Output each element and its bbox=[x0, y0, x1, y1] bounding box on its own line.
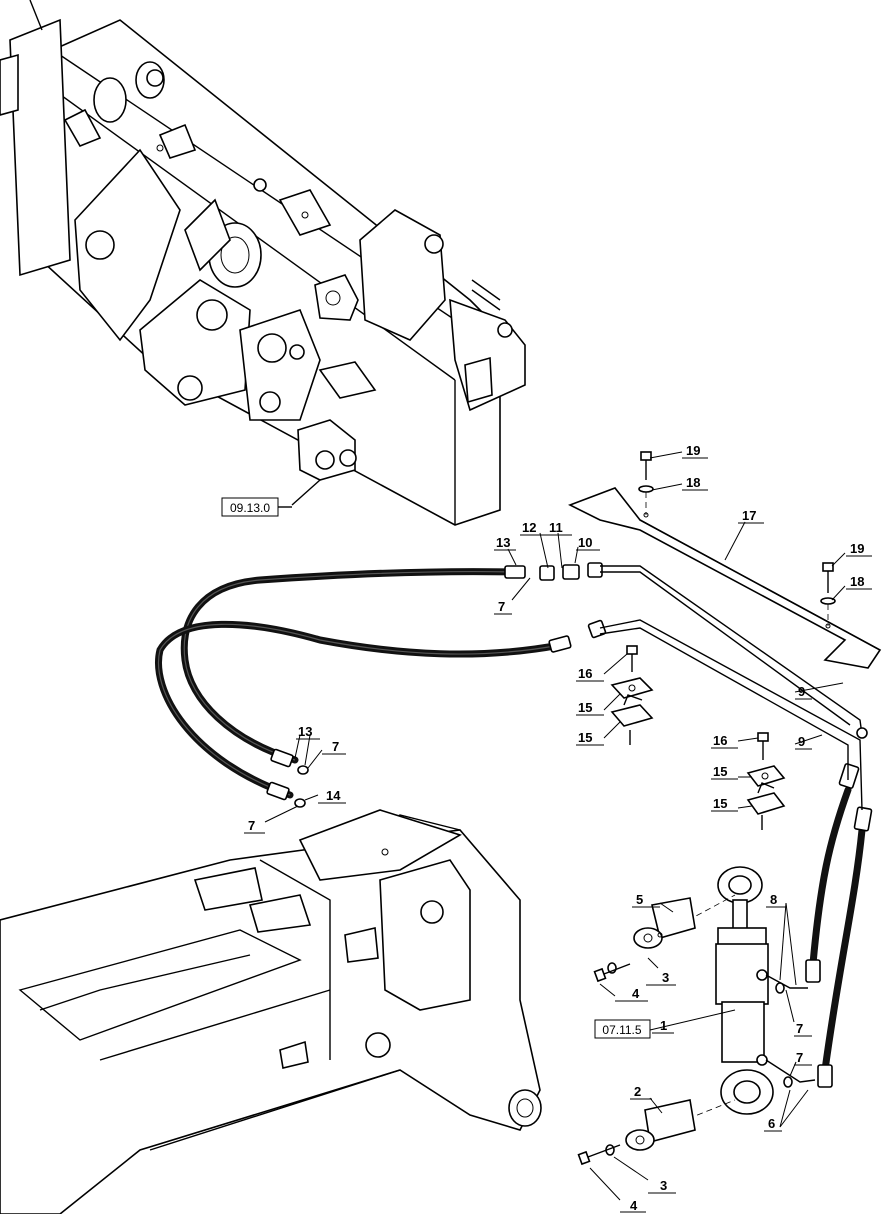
callout-19: 19 bbox=[686, 443, 700, 458]
callout-15: 15 bbox=[578, 730, 592, 745]
callout-13: 13 bbox=[298, 724, 312, 739]
callout-10: 10 bbox=[578, 535, 592, 550]
callout-3: 3 bbox=[660, 1178, 667, 1193]
callout-18: 18 bbox=[850, 574, 864, 589]
callout-15: 15 bbox=[713, 764, 727, 779]
callout-19: 19 bbox=[850, 541, 864, 556]
bolt-19-washer-18-upper bbox=[638, 451, 654, 515]
callout-15: 15 bbox=[578, 700, 592, 715]
callout-14: 14 bbox=[326, 788, 341, 803]
hydraulic-cylinder bbox=[659, 866, 816, 1131]
pin-upper bbox=[593, 897, 696, 983]
clamp-set-right bbox=[746, 732, 786, 830]
callout-8: 8 bbox=[770, 892, 777, 907]
callout-13: 13 bbox=[496, 535, 510, 550]
reference-box-07-11-5: 07.11.5 bbox=[594, 1019, 651, 1039]
guard-plate bbox=[568, 487, 882, 669]
callout-numbers: 19 18 17 19 18 13 12 11 10 7 16 15 15 9 … bbox=[248, 443, 864, 1213]
callout-7: 7 bbox=[796, 1050, 803, 1065]
callout-1: 1 bbox=[660, 1018, 667, 1033]
callout-15: 15 bbox=[713, 796, 727, 811]
leader-lines bbox=[264, 451, 846, 1201]
bolt-19-washer-18-lower bbox=[820, 562, 836, 626]
callout-9: 9 bbox=[798, 734, 805, 749]
reference-label: 09.13.0 bbox=[230, 501, 270, 515]
callout-11: 11 bbox=[549, 520, 563, 535]
callout-5: 5 bbox=[636, 892, 643, 907]
callout-16: 16 bbox=[713, 733, 727, 748]
hydraulic-hoses bbox=[155, 562, 873, 1088]
callout-7: 7 bbox=[498, 599, 505, 614]
callout-18: 18 bbox=[686, 475, 700, 490]
callout-7: 7 bbox=[796, 1021, 803, 1036]
callout-17: 17 bbox=[742, 508, 756, 523]
boom bbox=[0, 809, 542, 1215]
callout-3: 3 bbox=[662, 970, 669, 985]
callout-9: 9 bbox=[798, 684, 805, 699]
callout-12: 12 bbox=[522, 520, 536, 535]
callout-4: 4 bbox=[632, 986, 640, 1001]
callout-6: 6 bbox=[768, 1116, 775, 1131]
rigid-tubes bbox=[599, 565, 868, 811]
callout-2: 2 bbox=[634, 1084, 641, 1099]
reference-label: 07.11.5 bbox=[602, 1023, 641, 1037]
callout-7: 7 bbox=[248, 818, 255, 833]
callout-16: 16 bbox=[578, 666, 592, 681]
callout-7: 7 bbox=[332, 739, 339, 754]
attachment-frame bbox=[0, 0, 526, 526]
callout-underlines bbox=[244, 457, 872, 1213]
reference-box-09-13-0: 09.13.0 bbox=[221, 497, 292, 517]
pin-lower bbox=[577, 1099, 696, 1166]
clamp-set-left bbox=[610, 645, 654, 745]
callout-4: 4 bbox=[630, 1198, 638, 1213]
